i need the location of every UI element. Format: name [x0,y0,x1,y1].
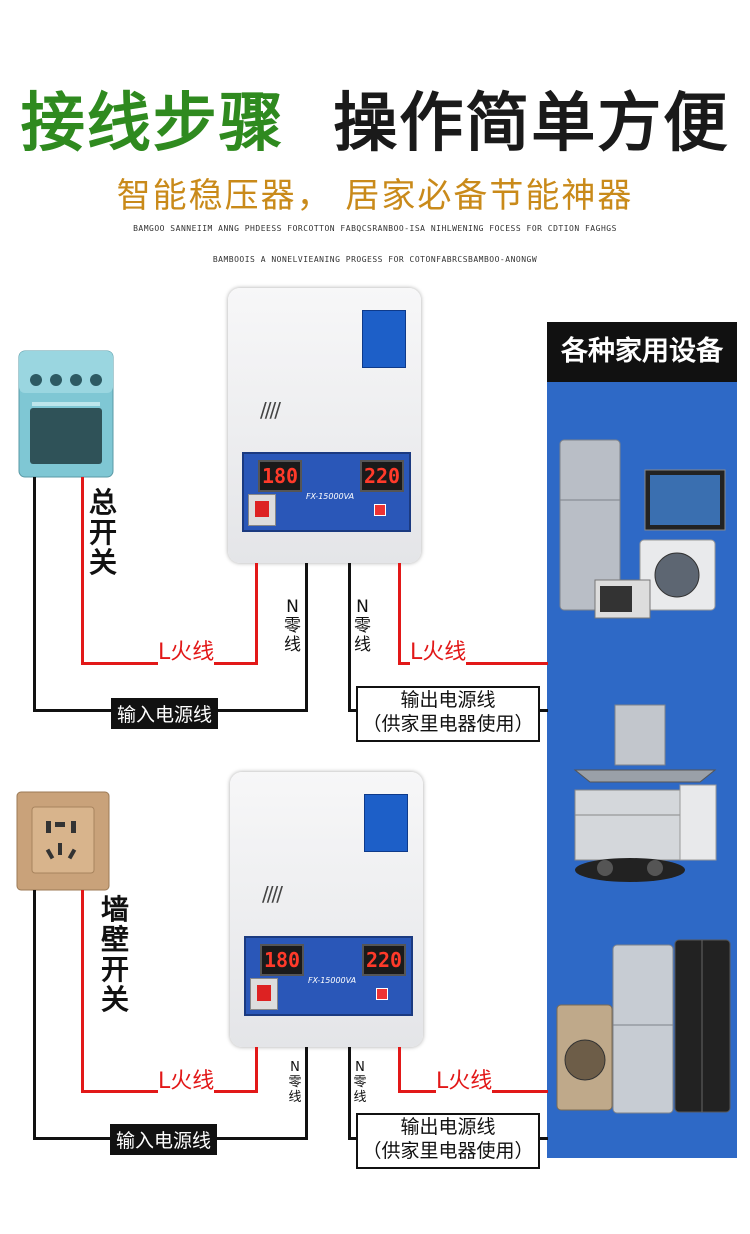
input-line-label-2: 输入电源线 [110,1124,218,1155]
vent-icon-2: //// [262,882,283,906]
voltage-regulator-2: //// 180 220 FX-15000VA [230,772,423,1047]
wire-neutral-out-riser [348,563,351,712]
title-part1: 接线步骤 [20,87,285,161]
breaker-switch-2 [250,978,278,1010]
energy-label [362,310,406,368]
subtitle: 智能稳压器， 居家必备节能神器 [116,176,634,216]
voltage-regulator: //// 180 220 FX-15000VA [228,288,421,563]
output-line-note-2: （供家里电器使用） [362,1140,534,1162]
control-panel: 180 220 FX-15000VA [242,452,411,532]
refrigerator-icon [559,439,726,619]
display-output-2: 220 [362,944,406,976]
display-output: 220 [360,460,404,492]
model-label-2: FX-15000VA [307,976,357,985]
live-out-label-2: L火线 [436,1063,493,1095]
wire-live-out-riser [398,563,401,665]
tiny-text-2: BAMBOOIS A NONELVIEANING PROGESS FOR COT… [212,255,538,264]
display-input-2: 180 [260,944,304,976]
neutral-in-label-2: N零线 [288,1060,302,1105]
neutral-in-label: N零线 [284,597,301,655]
model-label: FX-15000VA [305,492,355,501]
output-line-label-2: 输出电源线 （供家里电器使用） [356,1113,540,1169]
appliance-panel-title: 各种家用设备 [547,322,737,382]
title-part2: 操作简单方便 [333,87,730,161]
power-button-2 [376,988,388,1000]
live-out-label: L火线 [410,634,467,666]
output-line-title-2: 输出电源线 [400,1116,496,1138]
wire-neutral-in-riser [305,563,308,712]
output-line-title: 输出电源线 [400,689,496,711]
output-line-note: （供家里电器使用） [362,713,534,735]
neutral-out-label: N零线 [354,597,371,655]
live-in-label: L火线 [158,634,215,666]
page-title: 接线步骤 操作简单方便 [0,72,750,164]
neutral-out-label-2: N零线 [353,1060,367,1105]
energy-label-2 [364,794,408,852]
wall-socket-icon [16,791,110,891]
washing-machine-icon [556,939,731,1114]
power-button [374,504,386,516]
wire-live-in-vertical [81,477,84,664]
wire2-live-out-riser [398,1047,401,1093]
breaker-switch [248,494,276,526]
switch-label: 总开关 [88,486,117,579]
wire-live-out-horizontal [398,662,548,665]
wire2-live-in-riser [255,1047,258,1093]
wire2-live-in-vertical [81,890,84,1093]
output-line-label: 输出电源线 （供家里电器使用） [356,686,540,742]
live-in-label-2: L火线 [158,1063,215,1095]
wire-neutral-in-vertical [33,477,36,712]
wire2-neutral-in-riser [305,1047,308,1140]
oven-icon [18,350,114,478]
control-panel-2: 180 220 FX-15000VA [244,936,413,1016]
range-hood-icon [573,704,717,882]
input-line-label: 输入电源线 [111,698,219,729]
display-input: 180 [258,460,302,492]
wire2-neutral-in-vertical [33,890,36,1140]
wire2-neutral-out-riser [348,1047,351,1140]
switch-label-2: 墙壁开关 [100,893,129,1016]
tiny-text-1: BAMGOO SANNEIIM ANNG PHDEESS FORCOTTON F… [133,224,617,233]
vent-icon: //// [260,398,281,422]
wire-live-in-riser [255,563,258,665]
